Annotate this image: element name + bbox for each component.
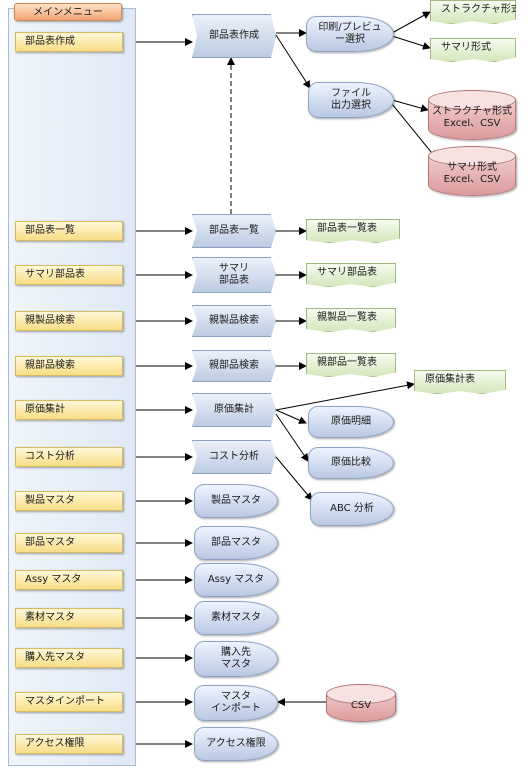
menu-button-part-master[interactable]: 部品マスタ: [15, 533, 123, 553]
file-csv-import: CSV: [326, 684, 396, 722]
document-cost-total: 原価集計表: [414, 370, 506, 394]
menu-button-assy-master[interactable]: Assy マスタ: [15, 570, 123, 590]
display-cost-compare: 原価比較: [308, 447, 394, 479]
edge-analysis-abc: [275, 456, 313, 501]
process-parent-part: 親部品検索: [192, 350, 276, 382]
process-bom-create: 部品表作成: [192, 14, 276, 58]
display-supplier-master: 購入先 マスタ: [194, 641, 278, 677]
document-parent-part: 親部品一覧表: [306, 353, 396, 377]
menu-button-parent-product[interactable]: 親製品検索: [15, 311, 123, 331]
process-summary-bom: サマリ 部品表: [192, 257, 276, 293]
menu-button-supplier-master[interactable]: 購入先マスタ: [15, 648, 123, 668]
document-bom-list: 部品表一覧表: [306, 219, 400, 243]
edge-file-structure: [391, 99, 429, 112]
document-summary-bom: サマリ部品表: [306, 263, 396, 287]
edge-cost-detail: [275, 409, 307, 424]
edge-file-summary: [391, 103, 437, 159]
menu-button-product-master[interactable]: 製品マスタ: [15, 491, 123, 511]
menu-button-master-import[interactable]: マスタインポート: [15, 692, 123, 712]
edge-cost-doc: [275, 381, 415, 411]
menu-button-bom-list[interactable]: 部品表一覧: [15, 221, 123, 241]
display-assy-master: Assy マスタ: [194, 563, 278, 597]
edge-print-summary: [391, 35, 431, 50]
process-parent-product: 親製品検索: [192, 305, 276, 337]
display-access-rights: アクセス権限: [194, 727, 278, 761]
menu-button-access-rights[interactable]: アクセス権限: [15, 734, 123, 754]
display-product-master: 製品マスタ: [194, 484, 278, 518]
edge-create-file: [275, 34, 311, 89]
menu-button-summary-bom[interactable]: サマリ部品表: [15, 265, 123, 285]
display-print-preview: 印刷/プレビュ ー選択: [306, 16, 394, 52]
file-summary-excel-csv: サマリ形式 Excel、CSV: [428, 146, 516, 196]
display-part-master: 部品マスタ: [194, 526, 278, 560]
process-cost-analysis: コスト分析: [192, 440, 276, 474]
process-bom-list: 部品表一覧: [192, 214, 276, 248]
edge-cost-compare: [275, 413, 309, 462]
display-abc-analysis: ABC 分析: [310, 492, 394, 526]
menu-button-parent-part[interactable]: 親部品検索: [15, 356, 123, 376]
document-parent-product: 親製品一覧表: [306, 308, 396, 332]
menu-button-cost-total[interactable]: 原価集計: [15, 400, 123, 420]
display-cost-detail: 原価明細: [308, 406, 394, 438]
display-file-output: ファイル 出力選択: [308, 82, 394, 118]
display-master-import: マスタ インポート: [194, 685, 278, 721]
document-structure-print: ストラクチャ形式: [430, 0, 516, 24]
file-structure-excel-csv: ストラクチャ形式 Excel、CSV: [428, 90, 516, 140]
main-menu-panel: [8, 8, 136, 766]
edge-print-structure: [391, 11, 431, 34]
main-menu-title: メインメニュー: [14, 3, 122, 21]
document-summary-print: サマリ形式: [430, 38, 516, 62]
process-cost-total: 原価集計: [192, 393, 276, 427]
display-material-master: 素材マスタ: [194, 601, 278, 635]
menu-button-material-master[interactable]: 素材マスタ: [15, 608, 123, 628]
menu-button-bom-create[interactable]: 部品表作成: [15, 32, 123, 52]
menu-button-cost-analysis[interactable]: コスト分析: [15, 447, 123, 467]
